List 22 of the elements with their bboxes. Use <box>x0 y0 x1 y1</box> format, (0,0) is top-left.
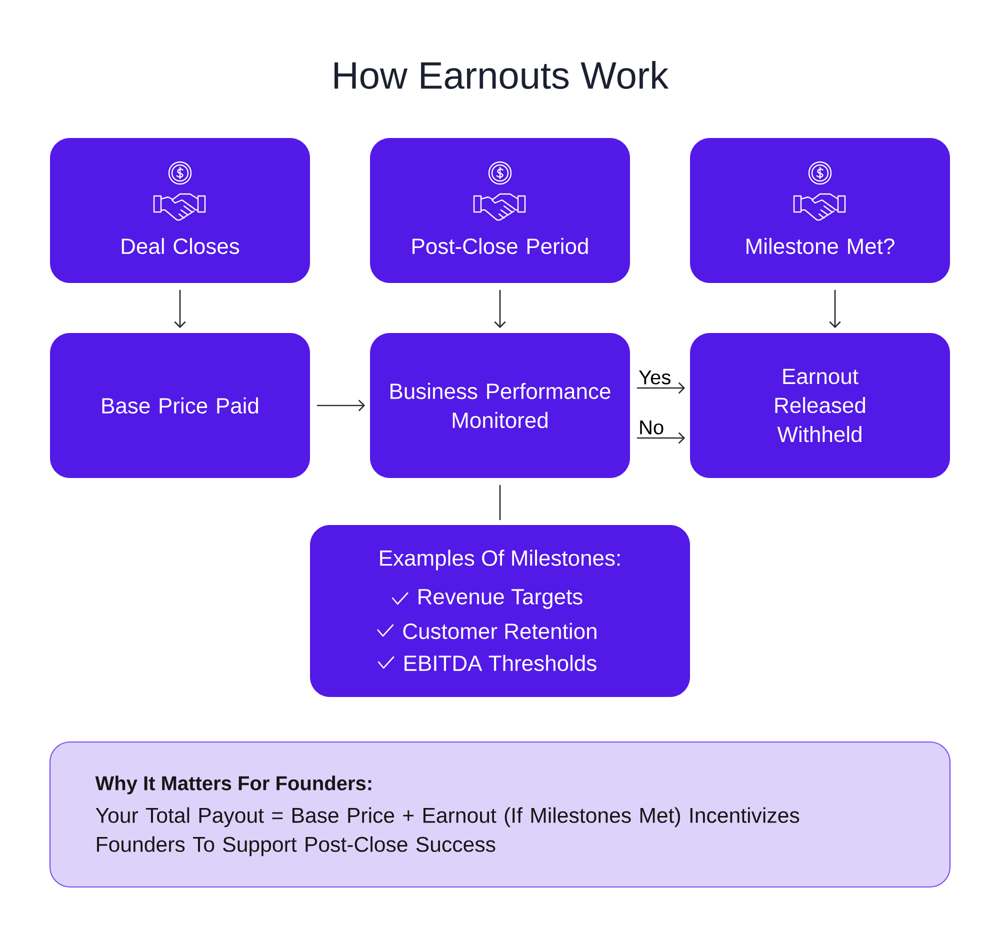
arrow <box>174 290 186 328</box>
process-box: Base Price Paid <box>50 333 310 478</box>
box-heading: Examples Of Milestones: <box>380 550 620 570</box>
arrow <box>636 432 686 444</box>
list-item: Customer Retention <box>403 622 596 640</box>
process-box: Earnout Released Withheld <box>690 333 950 478</box>
process-box: Milestone Met? <box>690 138 950 283</box>
arrow <box>636 382 686 394</box>
edge-label: No <box>637 419 666 436</box>
box-heading: Why It Matters For Founders: <box>95 776 372 794</box>
title: How Earnouts Work <box>334 61 669 89</box>
connector-line <box>499 484 501 520</box>
list-item: Revenue Targets <box>418 589 582 609</box>
arrow <box>494 290 506 328</box>
process-box: Post-Close Period <box>370 138 630 283</box>
arrow <box>316 400 366 412</box>
edge-label: Yes <box>637 369 672 386</box>
body-text: Your Total Payout = Base Price + Earnout (If Milestones Met) Incentivizes Founders To Support Post-Close Success <box>96 807 800 856</box>
process-box: Deal Closes <box>50 138 310 283</box>
process-box: Business Performance Monitored <box>370 333 630 478</box>
list-item: EBITDA Thresholds <box>404 654 596 672</box>
arrow <box>829 290 841 328</box>
